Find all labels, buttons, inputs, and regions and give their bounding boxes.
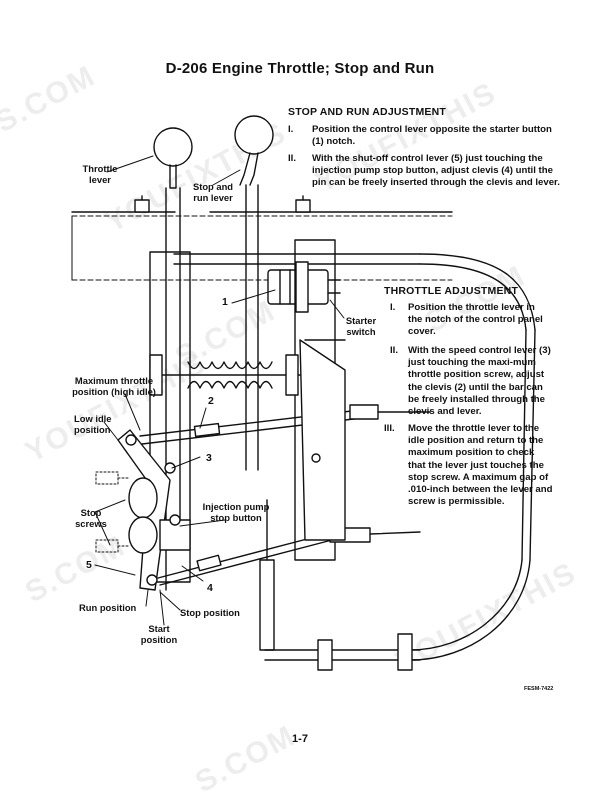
label-run-position: Run position — [79, 602, 137, 613]
throttle-linkage-diagram — [71, 115, 536, 671]
callout-3: 3 — [206, 452, 212, 464]
label-throttle-lever: Throttle lever — [82, 163, 118, 185]
step-text: Position the throttle lever in the notch… — [408, 302, 543, 338]
callout-5: 5 — [86, 559, 92, 571]
step-text: Position the control lever opposite the … — [312, 124, 552, 148]
callout-1: 1 — [222, 296, 228, 308]
label-low-idle: Low idle position — [74, 413, 112, 435]
label-starter-switch: Starter switch — [345, 315, 377, 337]
label-maximum-throttle: Maximum throttle position (high idle) — [72, 375, 156, 397]
label-stop-screws: Stop screws — [75, 507, 107, 529]
step-number: III. — [384, 423, 395, 434]
step-number: I. — [288, 124, 294, 135]
figure-code: FESM-7422 — [524, 686, 554, 692]
step-text: With the speed control lever (3) just to… — [408, 345, 551, 418]
step-number: I. — [390, 302, 396, 313]
label-stop-position: Stop position — [180, 607, 240, 618]
callout-2: 2 — [208, 395, 214, 407]
stop-run-step-1: I. Position the control lever opposite t… — [288, 124, 556, 148]
throttle-step-3: III. Move the throttle lever to the idle… — [384, 423, 554, 508]
label-start-position: Start position — [140, 623, 178, 645]
throttle-step-2: II. With the speed control lever (3) jus… — [390, 345, 554, 418]
step-text: Move the throttle lever to the idle posi… — [408, 423, 553, 508]
label-stop-run-lever: Stop and run lever — [192, 181, 234, 203]
throttle-step-1: I. Position the throttle lever in the no… — [390, 302, 550, 339]
step-number: II. — [390, 345, 398, 356]
page-number: 1-7 — [292, 733, 308, 745]
step-number: II. — [288, 153, 296, 164]
page-title: D-206 Engine Throttle; Stop and Run — [165, 60, 435, 77]
callout-4: 4 — [207, 582, 213, 594]
stop-run-heading: STOP AND RUN ADJUSTMENT — [288, 106, 447, 118]
stop-run-step-2: II. With the shut-off control lever (5) … — [288, 153, 564, 190]
throttle-heading: THROTTLE ADJUSTMENT — [384, 285, 519, 297]
label-injection-pump: Injection pump stop button — [202, 501, 270, 523]
step-text: With the shut-off control lever (5) just… — [312, 153, 560, 189]
manual-page: S.COM YOUFIXTHIS S.COM YOUFIXTHIS S.COM … — [0, 59, 582, 799]
